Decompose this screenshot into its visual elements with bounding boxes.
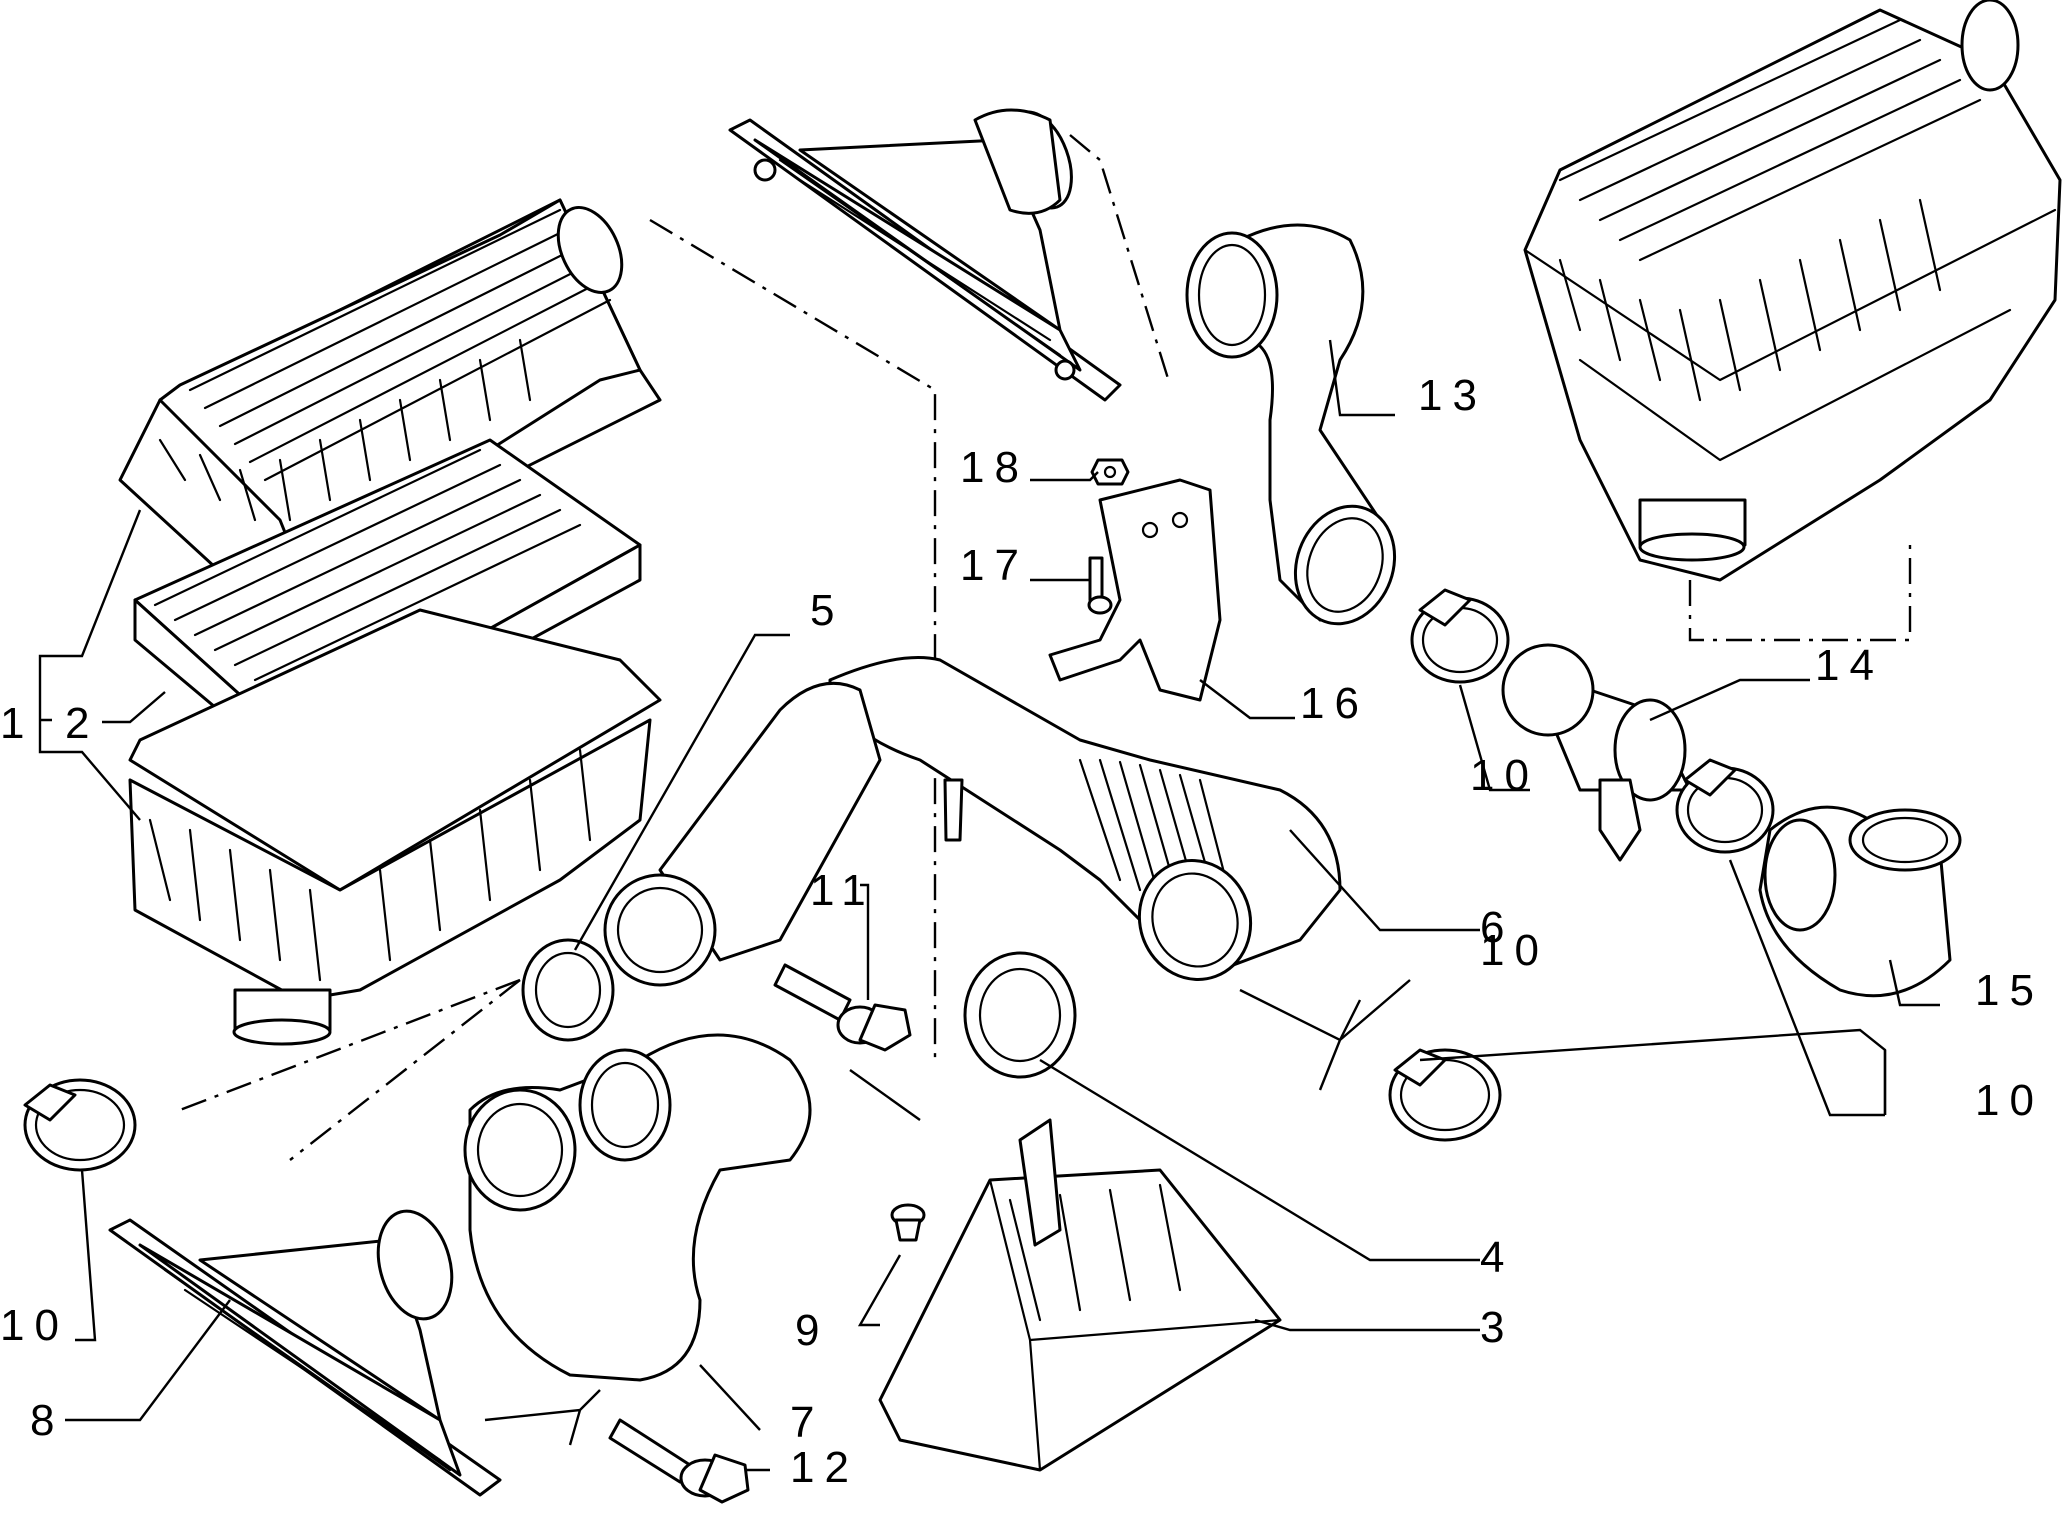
right-elbow — [1758, 805, 1962, 998]
fasteners — [608, 963, 926, 1504]
callout-10-right-lower: 10 — [1480, 926, 1549, 975]
seal-ring — [963, 951, 1077, 1079]
leader-lines — [38, 339, 1940, 1472]
bolt-11 — [773, 963, 912, 1052]
callout-7: 7 — [790, 1398, 824, 1447]
callout-2: 2 — [65, 699, 99, 748]
callout-1: 1 — [0, 699, 34, 748]
callout-6: 6 — [1480, 903, 1514, 952]
bracket-assembly — [1048, 458, 1222, 702]
air-filter-housing — [118, 198, 662, 1046]
callout-10-mid: 10 — [1470, 751, 1539, 800]
callout-3: 3 — [1480, 1303, 1514, 1352]
clamp-right-lower — [1388, 1048, 1502, 1142]
lower-s-hose — [463, 1033, 812, 1382]
air-guide-tray — [878, 1118, 1282, 1472]
intake-hose — [521, 681, 882, 1042]
lower-air-scoop — [108, 1209, 502, 1497]
callout-4: 4 — [1480, 1233, 1514, 1282]
upper-air-scoop — [728, 108, 1122, 402]
callout-17: 17 — [960, 541, 1029, 590]
corrugated-hose — [828, 656, 1342, 981]
hose-clamps — [23, 588, 1775, 1172]
callout-10-left: 10 — [0, 1301, 69, 1350]
bolt-12 — [608, 1418, 750, 1504]
elbow-hose — [1185, 223, 1397, 626]
callout-13: 13 — [1418, 371, 1487, 420]
callout-14: 14 — [1815, 641, 1884, 690]
callout-10-right: 10 — [1975, 1076, 2044, 1125]
callout-8: 8 — [30, 1396, 64, 1445]
callout-9: 9 — [795, 1306, 829, 1355]
callout-5: 5 — [810, 586, 844, 635]
air-flow-meter — [1501, 643, 1692, 862]
clamp-upper-middle — [1410, 588, 1510, 684]
callout-18: 18 — [960, 443, 1029, 492]
right-filter-housing — [1523, 0, 2062, 582]
callout-11: 11 — [810, 866, 876, 915]
callout-16: 16 — [1300, 679, 1369, 728]
callout-labels: 1 2 3 4 5 6 7 8 9 10 10 10 10 11 12 13 1… — [0, 371, 2044, 1492]
callout-15: 15 — [1975, 966, 2044, 1015]
assembly-lines — [179, 134, 1912, 1161]
callout-12: 12 — [790, 1443, 859, 1492]
clamp-left — [23, 1078, 137, 1172]
clamp-upper-right — [1675, 758, 1775, 854]
grommet-9 — [890, 1203, 926, 1242]
